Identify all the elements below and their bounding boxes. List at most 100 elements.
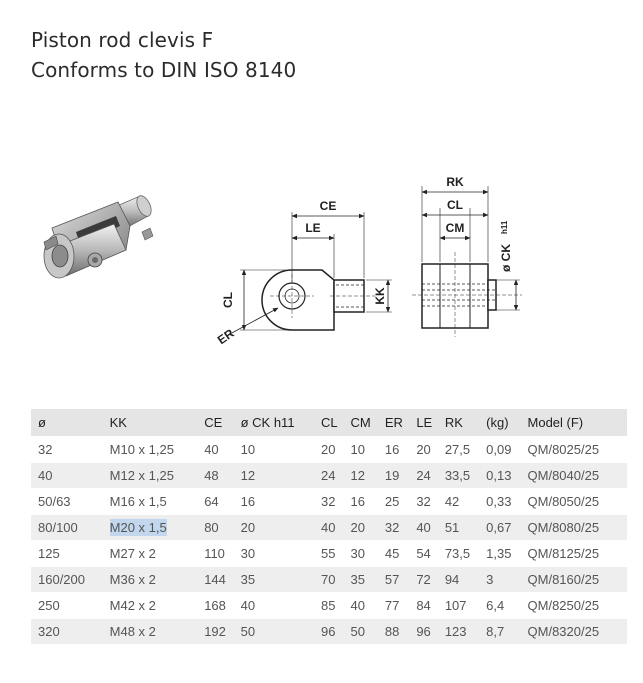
table-cell: 55 xyxy=(316,540,346,567)
table-cell: QM/8050/25 xyxy=(522,488,627,515)
table-cell: QM/8320/25 xyxy=(522,618,627,645)
table-cell: 6,4 xyxy=(481,592,523,619)
ck-tolerance-label: h11 xyxy=(500,220,509,234)
table-cell: M12 x 1,25 xyxy=(104,462,200,489)
er-label: ER xyxy=(215,326,237,347)
col-header: ER xyxy=(379,409,412,437)
table-cell: 40 xyxy=(345,592,380,619)
table-cell: 25 xyxy=(379,488,412,515)
table-cell: M48 x 2 xyxy=(104,618,200,645)
table-cell: 50 xyxy=(345,618,380,645)
table-cell: 3 xyxy=(481,566,523,593)
table-cell: 40 xyxy=(235,592,316,619)
col-header: CM xyxy=(345,409,380,437)
table-cell: 110 xyxy=(199,540,236,567)
table-cell: 30 xyxy=(235,540,316,567)
spec-table: ø KK CE ø CK h11 CL CM ER LE RK (kg) Mod… xyxy=(31,409,627,645)
table-cell: 96 xyxy=(316,618,346,645)
table-cell: 85 xyxy=(316,592,346,619)
highlighted-cell-text[interactable]: M20 x 1,5 xyxy=(109,519,167,536)
table-cell: 0,67 xyxy=(481,514,523,541)
table-cell: 250 xyxy=(31,592,105,619)
table-cell: 192 xyxy=(199,618,236,645)
table-cell: M10 x 1,25 xyxy=(104,436,200,463)
table-cell: QM/8040/25 xyxy=(522,462,627,489)
table-cell: 54 xyxy=(411,540,440,567)
table-cell: 88 xyxy=(379,618,412,645)
table-cell: 0,13 xyxy=(481,462,523,489)
table-cell: 64 xyxy=(199,488,236,515)
table-cell: 0,33 xyxy=(481,488,523,515)
table-cell: M27 x 2 xyxy=(104,540,200,567)
table-cell: 48 xyxy=(199,462,236,489)
table-cell: 8,7 xyxy=(481,618,523,645)
table-cell: 33,5 xyxy=(439,462,482,489)
table-cell: 70 xyxy=(316,566,346,593)
table-cell: QM/8125/25 xyxy=(522,540,627,567)
table-cell: M16 x 1,5 xyxy=(104,488,200,515)
table-cell: M20 x 1,5 xyxy=(104,514,200,541)
table-cell: 32 xyxy=(31,436,105,463)
cl-side-label: CL xyxy=(221,292,235,308)
table-cell: 10 xyxy=(345,436,380,463)
table-cell: M42 x 2 xyxy=(104,592,200,619)
table-cell: 168 xyxy=(199,592,236,619)
rk-label: RK xyxy=(446,175,464,189)
table-cell: 16 xyxy=(345,488,380,515)
table-cell: 20 xyxy=(345,514,380,541)
table-cell: 45 xyxy=(379,540,412,567)
table-cell: 32 xyxy=(379,514,412,541)
col-header: CL xyxy=(316,409,346,437)
table-cell: 12 xyxy=(345,462,380,489)
col-header: Model (F) xyxy=(522,409,627,437)
page-title: Piston rod clevis F xyxy=(31,28,214,52)
ce-label: CE xyxy=(320,199,337,213)
table-cell: 19 xyxy=(379,462,412,489)
table-cell: 1,35 xyxy=(481,540,523,567)
table-cell: 35 xyxy=(345,566,380,593)
page-subtitle: Conforms to DIN ISO 8140 xyxy=(31,58,297,82)
table-cell: 27,5 xyxy=(439,436,482,463)
table-cell: 57 xyxy=(379,566,412,593)
table-cell: 50/63 xyxy=(31,488,105,515)
table-cell: 10 xyxy=(235,436,316,463)
table-cell: QM/8160/25 xyxy=(522,566,627,593)
table-cell: 77 xyxy=(379,592,412,619)
table-cell: 144 xyxy=(199,566,236,593)
table-cell: 20 xyxy=(235,514,316,541)
table-cell: 123 xyxy=(439,618,482,645)
table-cell: 40 xyxy=(411,514,440,541)
table-cell: 32 xyxy=(411,488,440,515)
table-cell: 51 xyxy=(439,514,482,541)
table-cell: 16 xyxy=(235,488,316,515)
table-cell: 12 xyxy=(235,462,316,489)
col-header: LE xyxy=(411,409,440,437)
le-label: LE xyxy=(305,221,320,235)
table-cell: 107 xyxy=(439,592,482,619)
table-cell: QM/8025/25 xyxy=(522,436,627,463)
table-cell: 320 xyxy=(31,618,105,645)
col-header: ø CK h11 xyxy=(235,409,316,437)
table-cell: QM/8250/25 xyxy=(522,592,627,619)
table-header-row: ø KK CE ø CK h11 CL CM ER LE RK (kg) Mod… xyxy=(31,409,627,437)
table-cell: 24 xyxy=(411,462,440,489)
table-cell: 96 xyxy=(411,618,440,645)
table-cell: 80 xyxy=(199,514,236,541)
table-cell: 72 xyxy=(411,566,440,593)
ck-label: ø CK xyxy=(499,244,513,272)
dimension-drawing: CE LE CL KK ER RK CL xyxy=(215,175,522,347)
table-cell: QM/8080/25 xyxy=(522,514,627,541)
table-cell: 80/100 xyxy=(31,514,105,541)
table-cell: 50 xyxy=(235,618,316,645)
table-cell: 160/200 xyxy=(31,566,105,593)
table-cell: 94 xyxy=(439,566,482,593)
table-cell: 20 xyxy=(316,436,346,463)
